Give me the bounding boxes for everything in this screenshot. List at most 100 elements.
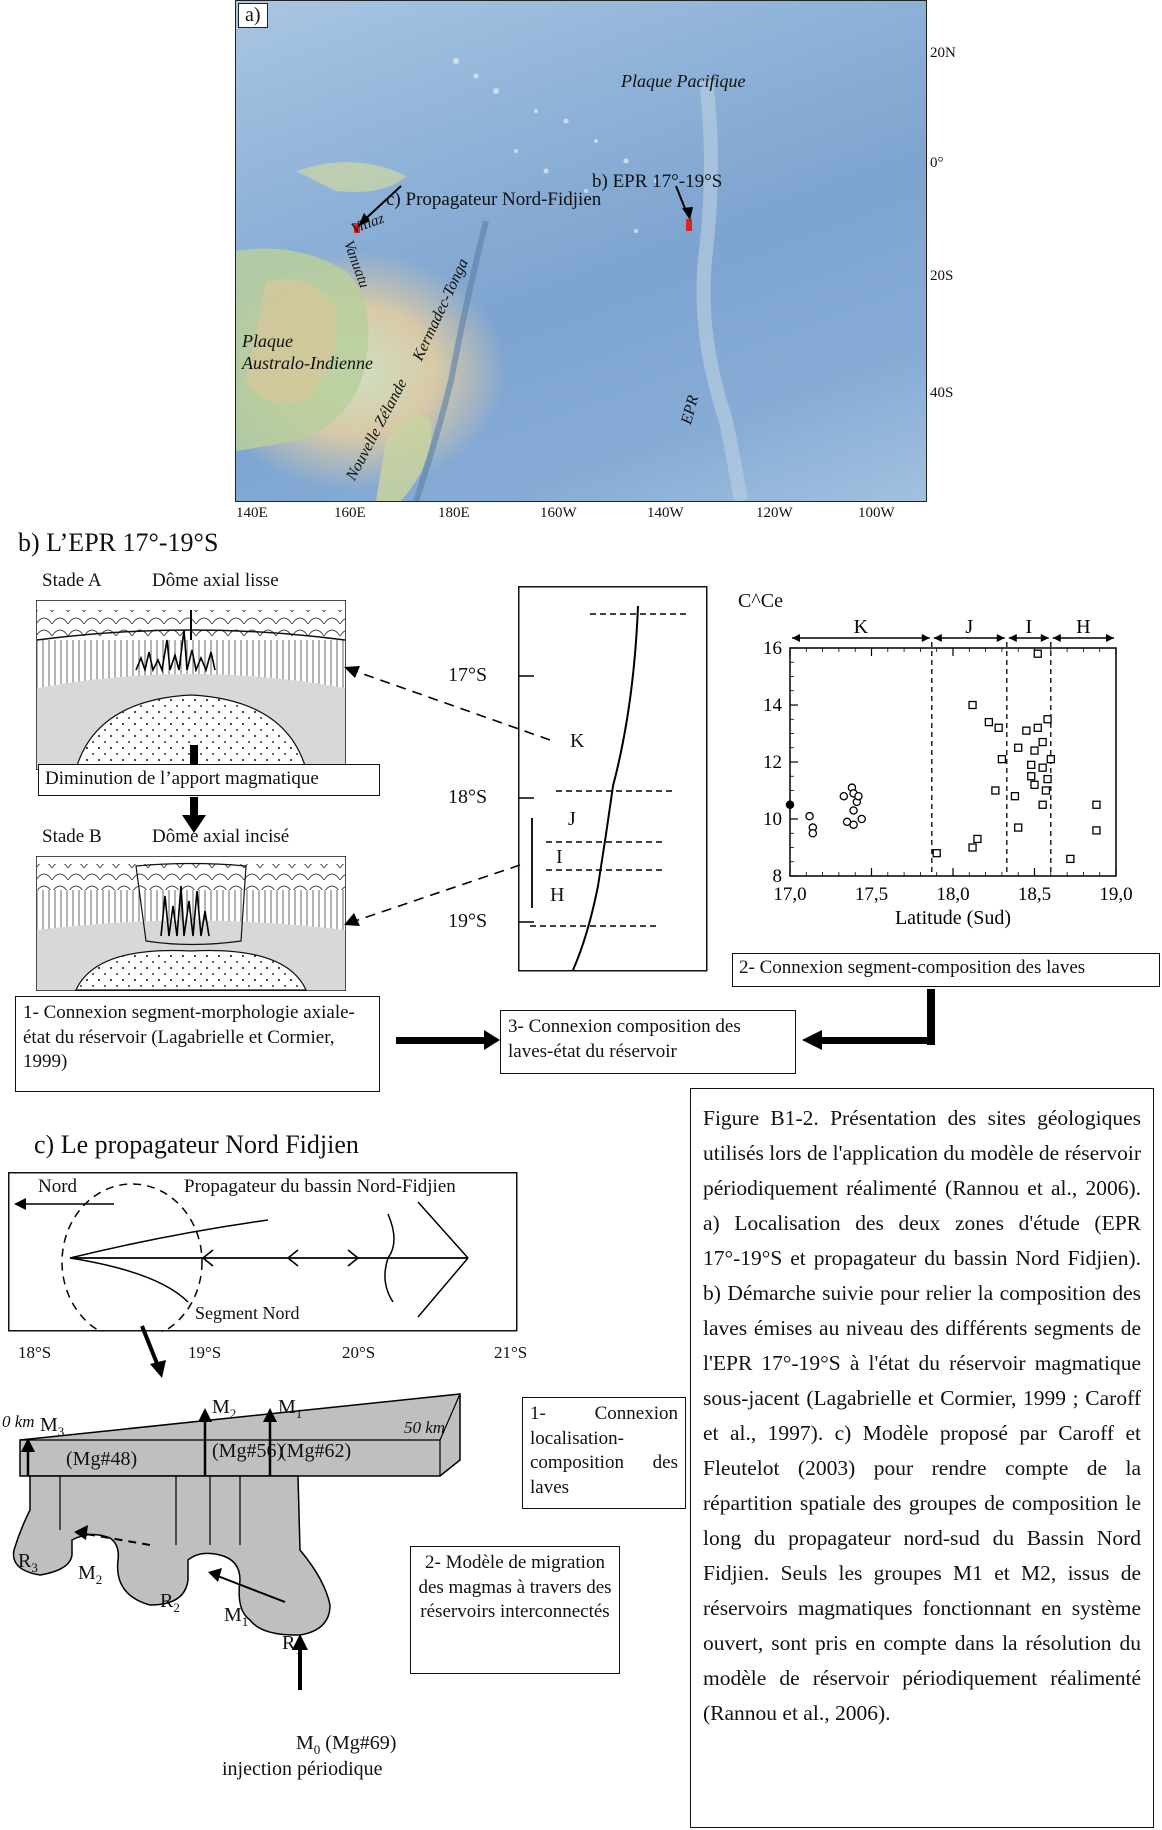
thick-arrows (396, 989, 935, 1050)
panel-c-title: c) Le propagateur Nord Fidjien (34, 1130, 359, 1159)
data-point-square (1010, 792, 1020, 801)
data-point-square (968, 843, 977, 852)
stade-b-label: Stade B (42, 826, 102, 847)
x-tick-label: 18,0 (936, 884, 969, 905)
lon-tick-140e: 140E (236, 505, 268, 521)
m0-label: M0 (Mg#69) (296, 1732, 397, 1757)
data-point-circle (805, 811, 814, 821)
injection-label: injection périodique (222, 1758, 383, 1780)
data-point-square (1092, 800, 1101, 809)
propagateur-schema (8, 1172, 518, 1332)
data-point-square (973, 834, 982, 844)
epr-marker (686, 219, 692, 231)
segment-h: H (550, 884, 565, 906)
c-tick-18s: 18°S (18, 1343, 52, 1362)
stade-a-section (36, 600, 346, 770)
data-point-circle (839, 791, 849, 801)
box1-localisation: 1- Connexion localisation-composition de… (522, 1397, 686, 1509)
m3-label: M3 (40, 1414, 65, 1439)
lat-17s: 17°S (448, 664, 488, 686)
label-plaque-pacifique: Plaque Pacifique (621, 71, 746, 91)
data-point-square (1022, 726, 1031, 735)
data-point-square (1014, 823, 1023, 832)
lat-tick-20s: 20S (930, 268, 954, 284)
y-tick-label: 8 (773, 866, 783, 887)
segment-arrowhead-left (933, 634, 942, 642)
data-point-square (932, 849, 941, 858)
segment-nord-label: Segment Nord (195, 1303, 300, 1323)
segment-arrowhead-right (1106, 634, 1114, 642)
c-tick-19s: 19°S (188, 1343, 222, 1362)
plot-frame (789, 647, 1117, 877)
propagateur-bassin-label: Propagateur du bassin Nord-Fidjien (184, 1176, 456, 1197)
segment-map (518, 586, 708, 972)
mg56-label: (Mg#56) (212, 1440, 284, 1462)
data-point-circle (785, 800, 795, 809)
segment-i: I (556, 846, 563, 868)
map-relief (236, 58, 748, 501)
label-epr-site: b) EPR 17°-19°S (592, 171, 723, 192)
data-point-square (1038, 800, 1047, 809)
segment-arrowhead-left (1008, 634, 1017, 642)
data-point-square (984, 717, 994, 727)
chart-ylabel: C^Ce (738, 590, 783, 612)
down-arrows (182, 745, 206, 833)
y-tick-label: 12 (763, 752, 782, 773)
stade-a-label: Stade A (42, 570, 102, 591)
down-arrow-c (140, 1325, 166, 1378)
segment-arrowhead-left (1052, 634, 1061, 642)
lat-tick-40s: 40S (930, 385, 954, 401)
data-point-circle (808, 828, 818, 838)
data-point-square (1027, 772, 1036, 781)
segment-k: K (570, 730, 585, 752)
data-point-square (1030, 780, 1039, 789)
dashed-connectors (344, 666, 551, 926)
y-tick-label: 10 (763, 809, 782, 830)
mg48-label: (Mg#48) (66, 1448, 138, 1470)
segment-arrowhead-left (792, 634, 800, 642)
m2-flow-label: M2 (78, 1562, 103, 1587)
segment-label-h: H (1076, 616, 1090, 638)
data-point-square (1066, 854, 1075, 864)
data-point-square (968, 700, 977, 710)
data-point-circle (854, 791, 863, 801)
lat-tick-0: 0° (930, 155, 944, 171)
segment-label-i: I (1025, 616, 1032, 638)
data-point-square (1014, 743, 1023, 752)
data-point-square (1030, 746, 1039, 755)
y-tick-label: 16 (763, 638, 782, 659)
lon-tick-120w: 120W (756, 505, 793, 521)
label-plaque-aus: Plaque (242, 331, 293, 351)
dome-incise-label: Dôme axial incisé (152, 826, 290, 847)
data-point-square (1038, 763, 1047, 772)
c-tick-20s: 20°S (342, 1343, 376, 1362)
x-tick-label: 17,5 (855, 884, 888, 905)
segment-arrowhead-right (1040, 634, 1049, 642)
box3-composition-reservoir: 3- Connexion composition des laves-état … (500, 1010, 796, 1074)
lon-tick-160e: 160E (334, 505, 366, 521)
data-point-circle (849, 820, 858, 829)
reservoir-diagram (12, 1393, 461, 1690)
data-point-square (991, 786, 1000, 795)
segment-label-j: J (965, 616, 973, 638)
km50-label: 50 km (404, 1418, 446, 1437)
m1-flow-label: M1 (224, 1604, 249, 1629)
data-point-square (1033, 723, 1042, 732)
mg62-label: (Mg#62) (280, 1440, 352, 1462)
data-point-square (1043, 715, 1052, 724)
label-propagateur: c) Propagateur Nord-Fidjien (386, 189, 602, 210)
r3-label: R3 (18, 1550, 38, 1575)
r1-label: R1 (282, 1632, 302, 1657)
propagateur-marker (354, 223, 360, 233)
x-axis-label: Latitude (Sud) (895, 907, 1011, 929)
stade-b-section (36, 856, 346, 991)
data-point-circle (857, 814, 866, 824)
lon-tick-160w: 160W (540, 505, 577, 521)
lat-tick-20n: 20N (930, 45, 956, 61)
lon-tick-140w: 140W (647, 505, 684, 521)
data-point-square (1033, 649, 1042, 658)
panel-b-title: b) L’EPR 17°-19°S (18, 528, 219, 557)
data-point-square (1038, 737, 1047, 747)
x-tick-label: 17,0 (773, 884, 806, 905)
